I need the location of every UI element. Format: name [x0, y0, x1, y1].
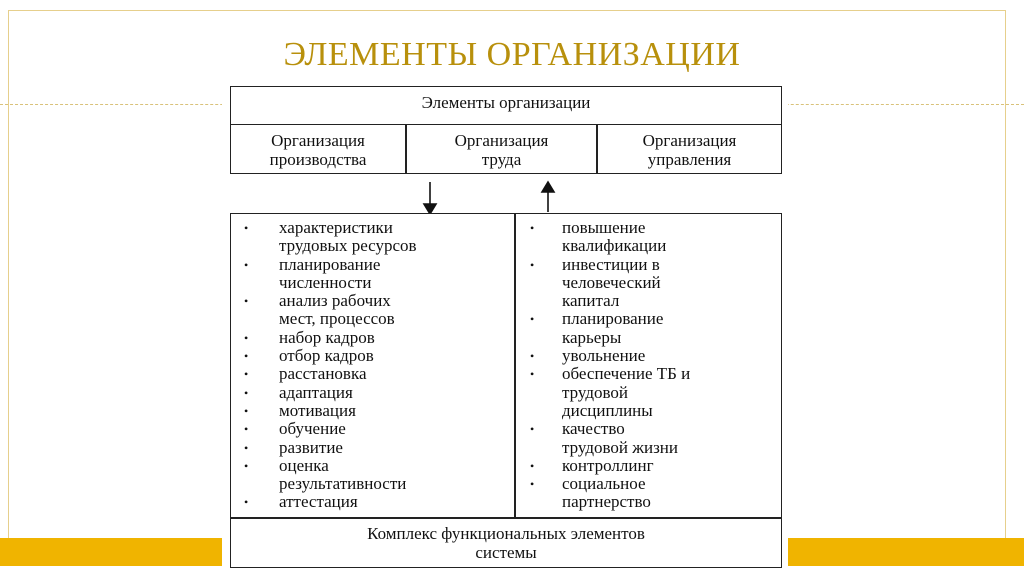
list-item: увольнение — [516, 346, 781, 365]
list-item: отбор кадров — [231, 346, 514, 365]
list-item: адаптация — [231, 383, 514, 402]
column-management-line1: Организация — [642, 131, 737, 150]
list-item: контроллинг — [516, 456, 781, 475]
column-production: Организация производства — [230, 124, 406, 174]
column-labor: Организация труда — [406, 124, 597, 174]
arrow-up-head — [540, 180, 556, 193]
arrow-down-head — [422, 203, 438, 216]
footer-line1: Комплекс функциональных элементов — [367, 524, 645, 543]
column-management: Организация управления — [597, 124, 782, 174]
list-item: расстановка — [231, 365, 514, 384]
list-item: набор кадров — [231, 328, 514, 347]
list-item: аттестация — [231, 493, 514, 512]
column-production-line1: Организация — [271, 131, 365, 150]
list-item: обучение — [231, 419, 514, 438]
slide-title: ЭЛЕМЕНТЫ ОРГАНИЗАЦИИ — [283, 36, 741, 73]
column-management-line2: управления — [647, 150, 732, 169]
diagram-header: Элементы организации — [230, 86, 782, 126]
list-item: мотивация — [231, 401, 514, 420]
diagram-footer: Комплекс функциональных элементов систем… — [230, 518, 782, 568]
column-production-line2: производства — [269, 150, 367, 169]
list-item: развитие — [231, 438, 514, 457]
column-labor-line1: Организация — [454, 131, 549, 150]
footer-line2: системы — [475, 543, 537, 562]
column-labor-line2: труда — [481, 150, 522, 169]
